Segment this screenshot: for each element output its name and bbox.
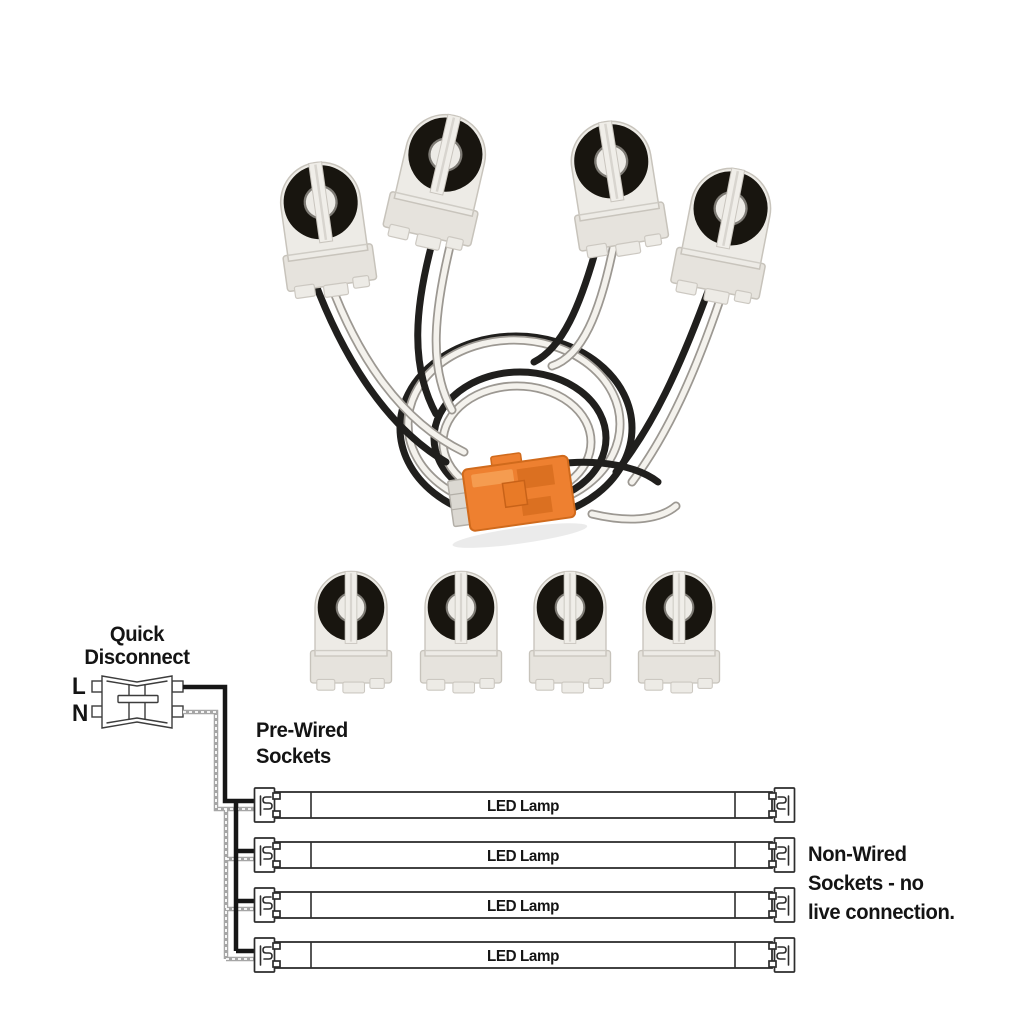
- wiring-diagram: Quick Disconnect L N LED Lamp: [72, 622, 955, 973]
- led-lamp-row-2: LED Lamp: [269, 841, 773, 869]
- neutral-wire: [183, 709, 254, 962]
- pre-wired-socket-icons: [253, 787, 281, 973]
- pre-wired-sockets-label-line2: Sockets: [256, 744, 331, 768]
- led-lamp-label-3: LED Lamp: [487, 898, 559, 915]
- product-photo: [240, 95, 810, 710]
- pre-wired-sockets-label-line1: Pre-Wired: [256, 718, 348, 742]
- non-wired-socket-icon-3: [768, 887, 796, 923]
- line-terminal-label: L: [72, 672, 86, 699]
- led-lamp-row-4: LED Lamp: [269, 941, 773, 969]
- wired-socket-photo-2: [380, 106, 498, 258]
- quick-disconnect-label-line1: Quick: [110, 622, 165, 646]
- non-wired-socket-icon-2: [768, 837, 796, 873]
- quick-disconnect-label-line2: Disconnect: [84, 645, 190, 669]
- non-wired-note-line3: live connection.: [808, 900, 955, 924]
- non-wired-note-line2: Sockets - no: [808, 871, 924, 895]
- non-wired-note-line1: Non-Wired: [808, 842, 907, 866]
- pre-wired-socket-icon-4: [253, 937, 281, 973]
- quick-disconnect-plug-photo: [447, 452, 588, 548]
- wired-socket-photo-3: [561, 115, 671, 262]
- pre-wired-socket-icon-2: [253, 837, 281, 873]
- live-wire: [183, 684, 254, 954]
- led-lamp-row-1: LED Lamp: [269, 791, 773, 819]
- wired-socket-photo-4: [668, 161, 782, 311]
- socket-lead-wires: [310, 232, 729, 524]
- led-lamp-row-3: LED Lamp: [269, 891, 773, 919]
- led-lamp-label-1: LED Lamp: [487, 798, 559, 815]
- wired-socket-photo-1: [271, 156, 379, 302]
- led-lamp-tubes: LED Lamp LED Lamp LED Lamp LED Lamp: [269, 791, 773, 969]
- pre-wired-socket-icon-3: [253, 887, 281, 923]
- led-lamp-label-4: LED Lamp: [487, 948, 559, 965]
- non-wired-socket-icon-1: [768, 787, 796, 823]
- neutral-terminal-label: N: [72, 699, 88, 726]
- pre-wired-socket-icon-1: [253, 787, 281, 823]
- non-wired-socket-icons: [768, 787, 796, 973]
- led-lamp-label-2: LED Lamp: [487, 848, 559, 865]
- quick-disconnect-connector-icon: [91, 675, 184, 729]
- non-wired-socket-icon-4: [768, 937, 796, 973]
